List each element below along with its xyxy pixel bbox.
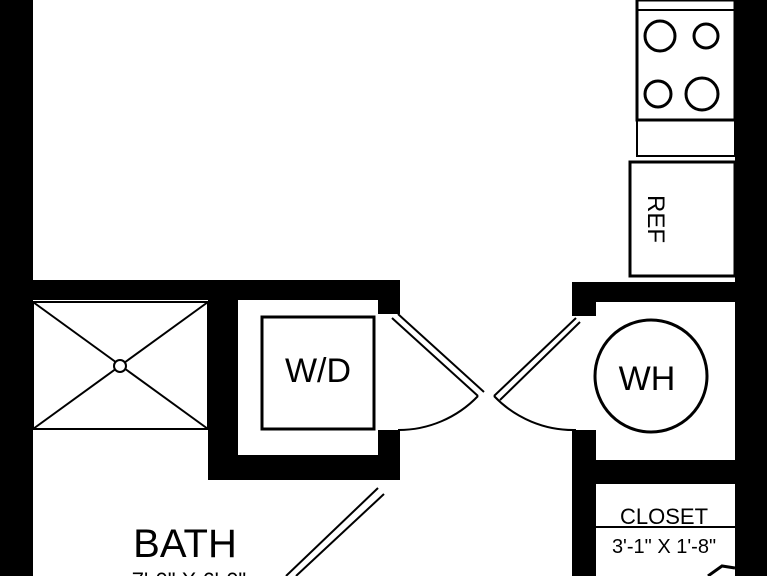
bath-name: BATH bbox=[133, 522, 237, 566]
refrigerator-label: REF bbox=[642, 195, 669, 243]
shower bbox=[32, 301, 209, 430]
washer-dryer-label: W/D bbox=[285, 352, 351, 390]
closet-door[interactable] bbox=[707, 564, 736, 576]
water-heater: WH bbox=[593, 318, 709, 434]
bath-dimensions: 7'-0" X 6'-0" bbox=[132, 568, 247, 576]
washer-dryer: W/D bbox=[260, 315, 376, 431]
laundry-left-wall bbox=[208, 280, 238, 480]
closet-name: CLOSET bbox=[620, 504, 708, 529]
wh-top-wall bbox=[572, 282, 742, 302]
closet-label: CLOSET 3'-1" X 1'-8" bbox=[596, 504, 735, 558]
wh-bottom-wall bbox=[572, 460, 742, 484]
stove bbox=[635, 0, 737, 157]
closet-left-wall bbox=[572, 460, 596, 576]
laundry-right-wall-bottom bbox=[378, 430, 400, 480]
closet-dimensions: 3'-1" X 1'-8" bbox=[612, 536, 716, 558]
burner-icon bbox=[643, 19, 677, 53]
laundry-right-wall-top bbox=[378, 280, 400, 314]
burner-icon bbox=[692, 22, 720, 50]
water-heater-label: WH bbox=[619, 360, 676, 398]
bath-label: BATH 7'-0" X 6'-0" bbox=[132, 522, 247, 576]
burner-icon bbox=[684, 76, 720, 112]
bath-door[interactable] bbox=[285, 487, 385, 576]
laundry-door[interactable] bbox=[391, 313, 485, 432]
laundry-bottom-wall bbox=[208, 455, 400, 480]
bath-top-wall bbox=[0, 280, 400, 300]
refrigerator: REF bbox=[628, 160, 737, 278]
shower-drain bbox=[113, 359, 127, 373]
burner-icon bbox=[643, 79, 673, 109]
water-heater-door[interactable] bbox=[493, 317, 581, 432]
wh-left-wall-top bbox=[572, 282, 596, 316]
